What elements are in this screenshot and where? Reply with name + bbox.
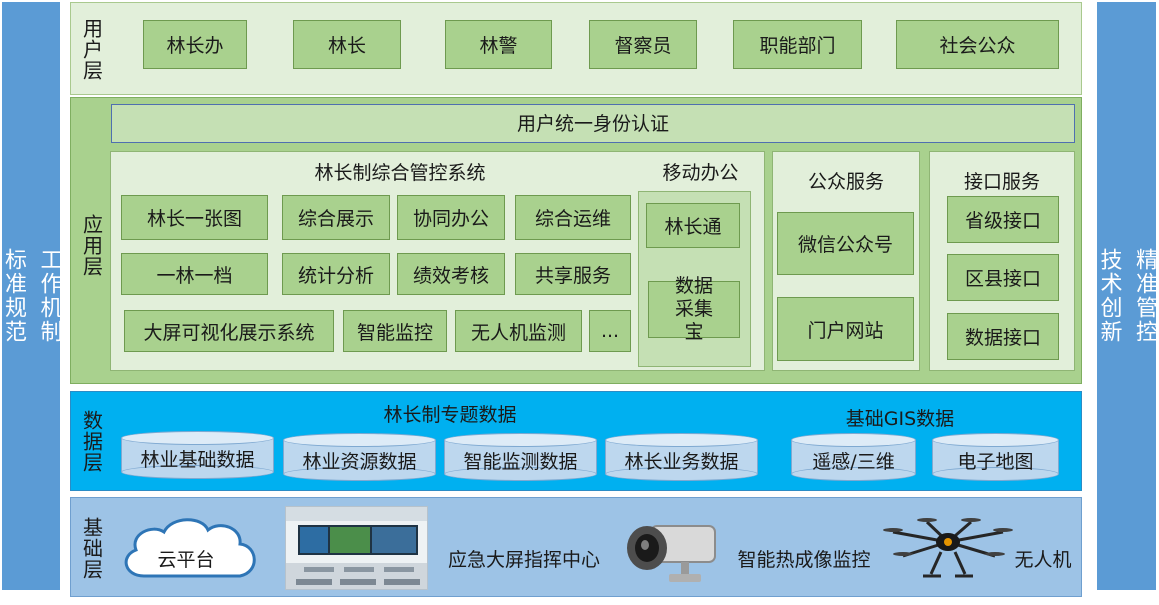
thermal-camera-icon: [621, 518, 721, 588]
right-bar-line2: 技术创新: [1096, 248, 1122, 344]
system-module-6: 统计分析: [282, 253, 390, 295]
user-layer-title: 用户层: [79, 17, 104, 81]
system-module-7: 绩效考核: [397, 253, 505, 295]
interface-item-data: 数据接口: [947, 313, 1059, 360]
db-smart-monitoring: 智能监测数据: [444, 433, 597, 481]
system-module-4: 综合运维: [515, 195, 631, 240]
auth-bar: 用户统一身份认证: [111, 104, 1075, 143]
app-layer-title: 应用层: [79, 213, 104, 277]
thermal-camera-label: 智能热成像监控: [737, 549, 871, 571]
system-module-9: 大屏可视化展示系统: [124, 310, 334, 352]
system-module-10: 智能监控: [343, 310, 447, 352]
command-center-image: [285, 506, 428, 590]
mobile-item-data-collector-label: 数据采集宝: [674, 275, 713, 343]
system-module-3: 协同办公: [397, 195, 505, 240]
thematic-data-title: 林长制专题数据: [383, 404, 517, 426]
db-forestry-basic-label: 林业基础数据: [140, 449, 255, 471]
interface-item-county: 区县接口: [947, 254, 1059, 301]
control-system-title: 林长制综合管控系统: [314, 162, 486, 184]
user-item-3: 林警: [445, 20, 552, 69]
right-side-bar: 精准管控 技术创新: [1096, 2, 1157, 590]
public-item-wechat: 微信公众号: [777, 212, 914, 275]
left-bar-line2: 标准规范: [1, 248, 26, 344]
interface-item-province: 省级接口: [947, 196, 1059, 243]
db-forestry-resources-label: 林业资源数据: [302, 451, 417, 473]
drone-icon: [883, 512, 1013, 590]
public-service-title: 公众服务: [807, 171, 884, 193]
system-module-5: 一林一档: [121, 253, 268, 295]
system-module-11: 无人机监测: [455, 310, 582, 352]
base-layer-title: 基础层: [79, 516, 104, 580]
db-chief-business-label: 林长业务数据: [624, 451, 739, 473]
command-center-label: 应急大屏指挥中心: [447, 549, 600, 571]
db-forestry-resources: 林业资源数据: [283, 433, 436, 481]
system-module-more: ...: [589, 310, 631, 352]
db-remote-sensing-label: 遥感/三维: [812, 451, 895, 473]
user-item-6: 社会公众: [896, 20, 1059, 69]
db-remote-sensing: 遥感/三维: [791, 433, 916, 481]
system-module-8: 共享服务: [515, 253, 631, 295]
db-electronic-map-label: 电子地图: [957, 451, 1034, 473]
db-forestry-basic: 林业基础数据: [121, 431, 274, 479]
data-layer-title: 数据层: [79, 409, 104, 473]
interface-service-title: 接口服务: [963, 171, 1040, 193]
cloud-icon: [116, 510, 266, 588]
mobile-office-title: 移动办公: [662, 162, 739, 184]
cloud-platform-label: 云平台: [157, 549, 215, 571]
left-side-bar: 工作机制 标准规范: [1, 2, 62, 590]
user-item-1: 林长办: [143, 20, 247, 69]
drone-label: 无人机: [1014, 549, 1072, 571]
left-bar-line1: 工作机制: [36, 248, 62, 344]
public-item-portal: 门户网站: [777, 297, 914, 361]
user-item-2: 林长: [293, 20, 401, 69]
gis-data-title: 基础GIS数据: [845, 408, 955, 430]
system-module-1: 林长一张图: [121, 195, 268, 240]
right-bar-line1: 精准管控: [1132, 248, 1157, 344]
user-item-4: 督察员: [589, 20, 697, 69]
db-smart-monitoring-label: 智能监测数据: [463, 451, 578, 473]
db-electronic-map: 电子地图: [932, 433, 1059, 481]
mobile-item-linzhangtong: 林长通: [646, 203, 740, 248]
user-item-5: 职能部门: [733, 20, 862, 69]
db-chief-business: 林长业务数据: [605, 433, 758, 481]
system-module-2: 综合展示: [282, 195, 390, 240]
mobile-item-data-collector: 数据采集宝: [648, 275, 740, 343]
